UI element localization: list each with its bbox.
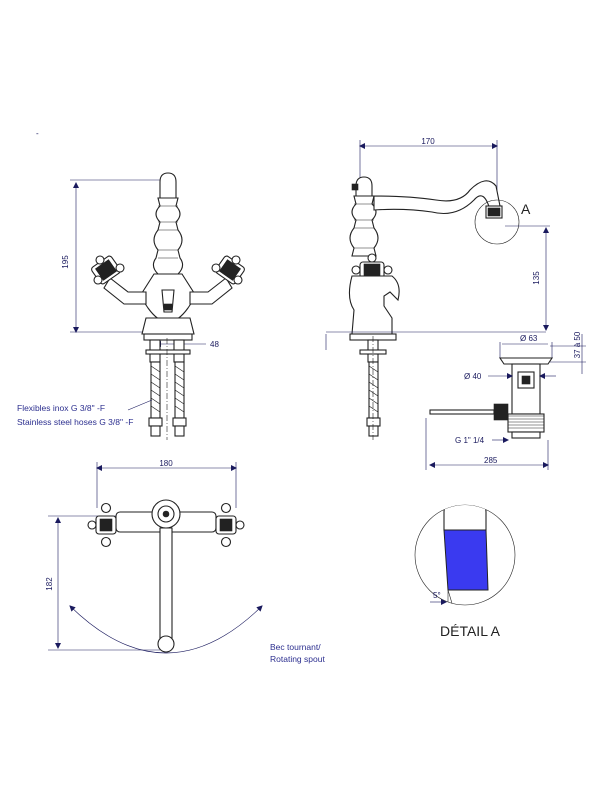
hoses-note-en: Stainless steel hoses G 3/8" -F: [17, 417, 133, 427]
front-view: 195: [17, 172, 245, 440]
dim-195-label: 195: [61, 255, 70, 269]
dim-170-label: 170: [421, 137, 435, 146]
dim-drain-rod-label: 285: [484, 456, 498, 465]
detail-a: 5° DÉTAIL A: [414, 504, 516, 639]
spout-note-en: Rotating spout: [270, 654, 325, 664]
swan-neck-spout: [373, 180, 501, 215]
detail-a-title: DÉTAIL A: [440, 623, 501, 639]
left-cross-handle: [91, 255, 125, 285]
left-valve-arm: [103, 277, 147, 305]
top-spout: [159, 527, 173, 651]
corner-mark: -: [36, 129, 39, 138]
top-left-cross: [87, 502, 117, 548]
dim-135-label: 135: [532, 271, 541, 285]
dim-angle-label: 5°: [433, 591, 441, 600]
dim-drain-thread-label: G 1" 1/4: [455, 436, 485, 445]
rotation-arc: [69, 605, 263, 654]
side-view: 170 A 135: [325, 137, 550, 440]
lever-knob: [159, 172, 177, 199]
flexible-hoses: [148, 361, 187, 437]
right-cross-handle: [211, 255, 245, 285]
front-column: [152, 197, 184, 275]
popup-drain: 37 à 50 Ø 63 Ø 40 G 1" 1/4 285: [425, 331, 586, 470]
top-right-cross: [215, 502, 245, 548]
aerator-flow: [443, 529, 489, 591]
hoses-note-fr: Flexibles inox G 3/8" -F: [17, 403, 105, 413]
detail-a-marker: A: [521, 201, 531, 217]
right-valve-arm: [189, 277, 233, 305]
dim-drain-dia-body-label: Ø 40: [464, 372, 482, 381]
dim-182-label: 182: [45, 577, 54, 591]
detail-a-circle: [474, 199, 520, 245]
dim-drain-height-label: 37 à 50: [573, 331, 582, 358]
dim-48-label: 48: [210, 340, 219, 349]
dim-drain-dia-top-label: Ø 63: [520, 334, 538, 343]
spout-note-fr: Bec tournant/: [270, 642, 321, 652]
top-view: 180 182 Bec tournan: [45, 459, 325, 664]
dim-180-label: 180: [159, 459, 173, 468]
